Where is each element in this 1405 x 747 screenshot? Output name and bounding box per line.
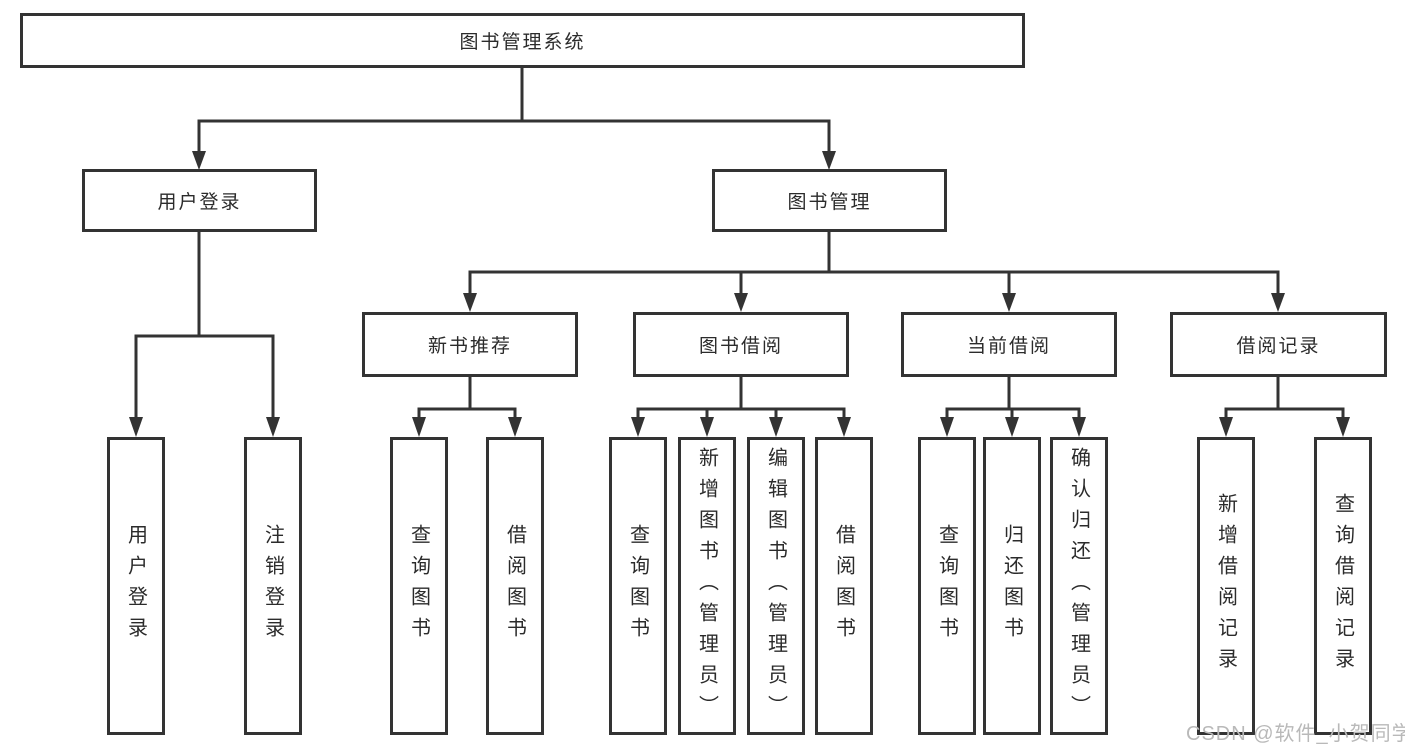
arrow-down-icon [1005,417,1019,437]
arrow-down-icon [700,417,714,437]
leaf-bb-query-books: 查询图书 [609,437,667,735]
leaf-bb-edit-books-admin: 编辑图书（管理员） [747,437,805,735]
leaf-user-login: 用户登录 [107,437,165,735]
connector-current-borrowing-to-leaves [945,377,1081,419]
arrow-down-icon [734,293,748,312]
connector-lines [134,68,1345,419]
watermark: CSDN @软件_小贺同学 [1186,723,1405,745]
node-new-book-recommend: 新书推荐 [362,312,578,377]
connector-root-to-level2 [197,68,831,153]
arrow-down-icon [837,417,851,437]
arrow-down-icon [1219,417,1233,437]
arrow-down-icon [1072,417,1086,437]
leaf-logout: 注销登录 [244,437,302,735]
arrow-down-icon [769,417,783,437]
node-book-borrowing: 图书借阅 [633,312,849,377]
arrow-down-icon [1002,293,1016,312]
leaf-cb-return-books: 归还图书 [983,437,1041,735]
connector-user-login-to-leaves [134,232,275,419]
node-root: 图书管理系统 [20,13,1025,68]
arrowhead-icons [129,151,1350,437]
leaf-nbr-borrow-books: 借阅图书 [486,437,544,735]
arrow-down-icon [1271,293,1285,312]
connector-borrowing-records-to-leaves [1224,377,1345,419]
leaf-bb-borrow-books: 借阅图书 [815,437,873,735]
arrow-down-icon [129,417,143,437]
arrow-down-icon [266,417,280,437]
arrow-down-icon [192,151,206,170]
leaf-br-add-record: 新增借阅记录 [1197,437,1255,735]
arrow-down-icon [463,293,477,312]
arrow-down-icon [822,151,836,170]
connector-book-management-to-level3 [468,232,1280,295]
node-book-management: 图书管理 [712,169,947,232]
leaf-nbr-query-books: 查询图书 [390,437,448,735]
arrow-down-icon [940,417,954,437]
arrow-down-icon [412,417,426,437]
arrow-down-icon [1336,417,1350,437]
arrow-down-icon [508,417,522,437]
node-user-login: 用户登录 [82,169,317,232]
leaf-br-query-record: 查询借阅记录 [1314,437,1372,735]
leaf-cb-query-books: 查询图书 [918,437,976,735]
leaf-bb-add-books-admin: 新增图书（管理员） [678,437,736,735]
leaf-cb-confirm-return-admin: 确认归还（管理员） [1050,437,1108,735]
connector-new-book-recommend-to-leaves [417,377,517,419]
connector-book-borrowing-to-leaves [636,377,846,419]
arrow-down-icon [631,417,645,437]
node-borrowing-records: 借阅记录 [1170,312,1387,377]
node-current-borrowing: 当前借阅 [901,312,1117,377]
